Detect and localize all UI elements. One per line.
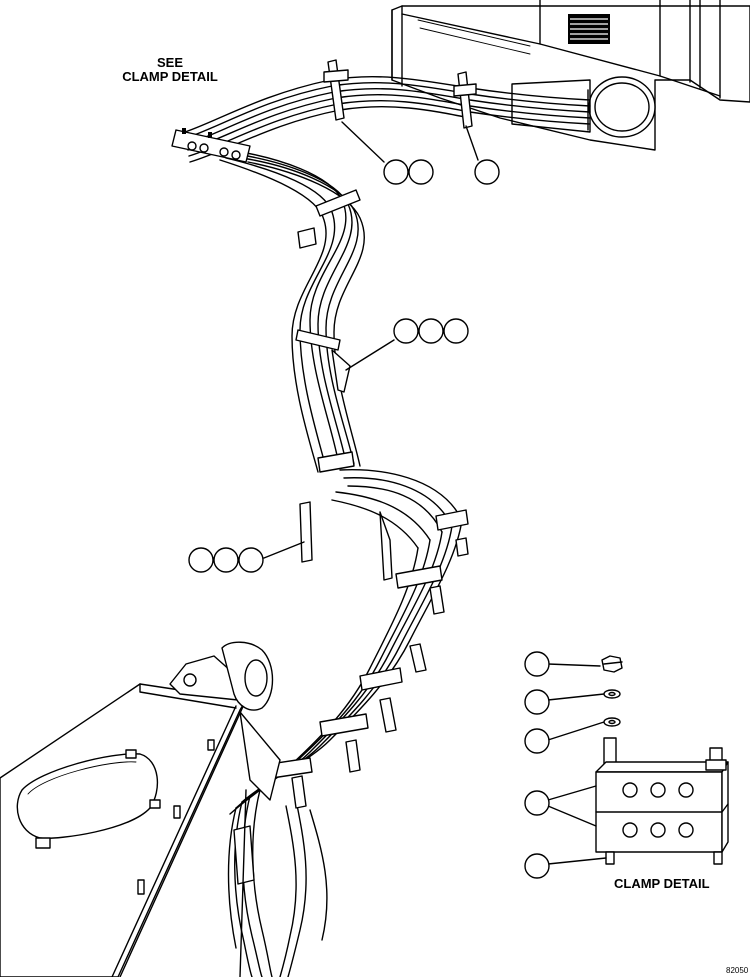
callout-group-detail [524,651,550,879]
callout-circle [524,728,550,754]
callout-group-lower-left [188,547,264,573]
callout-circle [213,547,239,573]
callout-circle [443,318,469,344]
figure-code: 82050 [726,966,749,975]
callout-circle [238,547,264,573]
callout-group-middle [393,318,469,344]
callout-circle [418,318,444,344]
callout-circle [188,547,214,573]
equipment-housing [391,0,750,151]
callout-group-top-right [474,159,500,185]
callout-circle [393,318,419,344]
callout-circle [474,159,500,185]
callout-group-top-left [383,159,434,185]
callout-circle [408,159,434,185]
callout-circle [524,651,550,677]
leader-lines [263,121,607,865]
callout-circle [524,790,550,816]
callout-circle [524,689,550,715]
see-clamp-line2: CLAMP DETAIL [122,69,218,84]
callout-circle [524,853,550,879]
clamp-detail-title: CLAMP DETAIL [614,876,710,891]
see-clamp-line1: SEE [156,55,183,70]
machine-frame [0,641,281,977]
see-clamp-detail-label: SEE CLAMP DETAIL [120,56,220,84]
callout-circle [383,159,409,185]
